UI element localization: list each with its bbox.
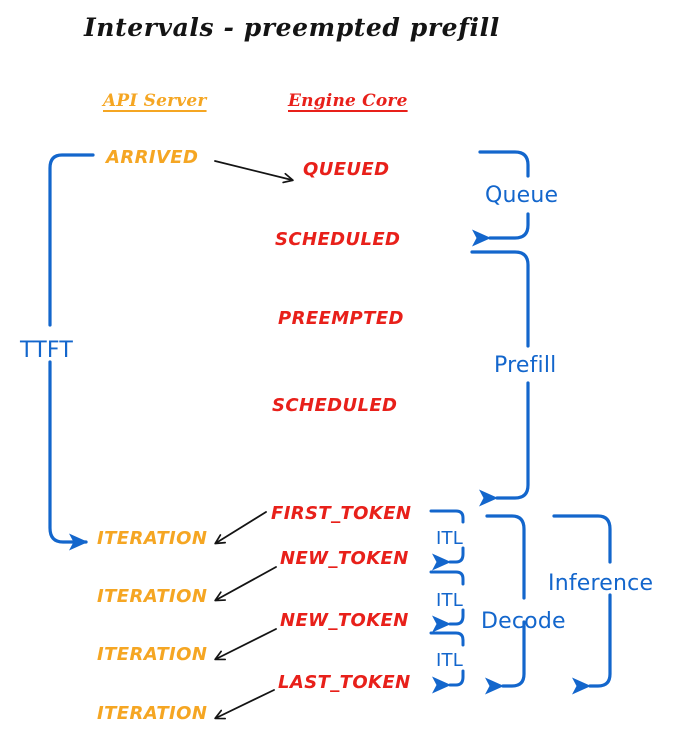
column-header-engine-core: Engine Core [288, 91, 408, 111]
page-title: Intervals - preempted prefill [84, 13, 500, 42]
event-scheduled-2: SCHEDULED [272, 395, 398, 416]
event-iteration-1: ITERATION [97, 528, 208, 549]
event-iteration-2: ITERATION [97, 586, 208, 607]
event-new-token-1: NEW_TOKEN [280, 548, 409, 569]
arrow-arrived-to-queued [214, 160, 294, 184]
column-header-api-server: API Server [103, 91, 207, 111]
arrow-first-token-to-iteration [214, 511, 267, 545]
interval-label-itl-3: ITL [436, 650, 463, 671]
interval-label-queue: Queue [485, 183, 559, 208]
bracket-inference [552, 514, 612, 695]
arrow-last-token-to-iteration-4 [214, 689, 275, 720]
event-iteration-4: ITERATION [97, 703, 208, 724]
arrow-new-token-to-iteration-3 [214, 628, 277, 661]
arrow-new-token-to-iteration-2 [214, 566, 277, 602]
event-arrived: ARRIVED [106, 147, 199, 168]
event-preempted: PREEMPTED [278, 308, 404, 329]
interval-label-prefill: Prefill [494, 353, 557, 378]
interval-label-decode: Decode [481, 609, 566, 634]
event-new-token-2: NEW_TOKEN [280, 610, 409, 631]
bracket-decode [485, 514, 526, 695]
event-last-token: LAST_TOKEN [278, 672, 411, 693]
event-first-token: FIRST_TOKEN [271, 503, 412, 524]
interval-label-itl-2: ITL [436, 590, 463, 611]
interval-label-inference: Inference [548, 571, 654, 596]
interval-label-ttft: TTFT [20, 338, 73, 363]
event-iteration-3: ITERATION [97, 644, 208, 665]
event-queued: QUEUED [303, 159, 390, 180]
event-scheduled-1: SCHEDULED [275, 229, 401, 250]
interval-label-itl-1: ITL [436, 528, 463, 549]
